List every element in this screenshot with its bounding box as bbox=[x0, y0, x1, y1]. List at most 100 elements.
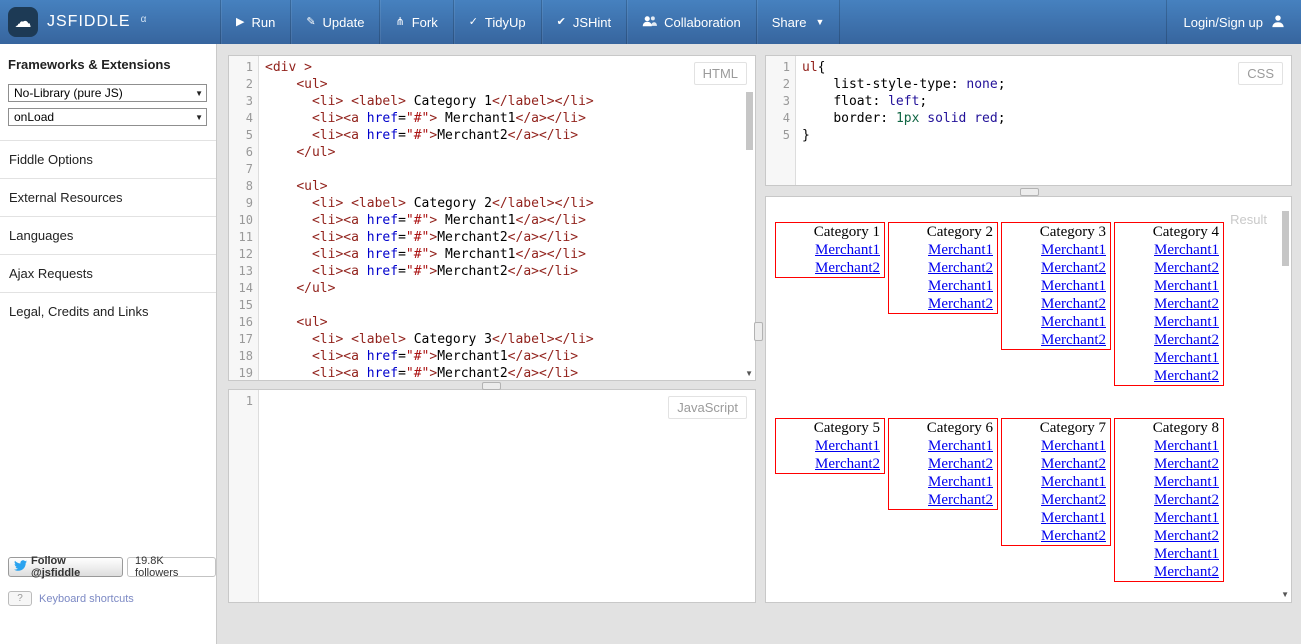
merchant-link[interactable]: Merchant1 bbox=[1041, 510, 1106, 526]
line-number: 10 bbox=[238, 213, 253, 227]
horizontal-resize-handle-left[interactable] bbox=[482, 382, 501, 390]
merchant-link[interactable]: Merchant1 bbox=[1041, 438, 1106, 454]
js-code-area[interactable]: 1 bbox=[229, 393, 755, 410]
login-signup-button[interactable]: Login/Sign up bbox=[1166, 0, 1293, 44]
merchant-link[interactable]: Merchant2 bbox=[928, 260, 993, 276]
merchant-link[interactable]: Merchant1 bbox=[1154, 278, 1219, 294]
merchant-link[interactable]: Merchant2 bbox=[1154, 528, 1219, 544]
merchant-link[interactable]: Merchant1 bbox=[1041, 278, 1106, 294]
merchant-link[interactable]: Merchant2 bbox=[1154, 564, 1219, 580]
merchant-link[interactable]: Merchant2 bbox=[928, 456, 993, 472]
merchant-link[interactable]: Merchant2 bbox=[1154, 296, 1219, 312]
merchant-link[interactable]: Merchant1 bbox=[928, 438, 993, 454]
line-number: 3 bbox=[782, 94, 790, 108]
code-line: 4 border: 1px solid red; bbox=[766, 110, 1291, 127]
scroll-down-arrow[interactable]: ▼ bbox=[1281, 590, 1289, 599]
merchant-link[interactable]: Merchant2 bbox=[1041, 456, 1106, 472]
sidebar-item-legal-credits[interactable]: Legal, Credits and Links bbox=[0, 292, 216, 330]
merchant-link[interactable]: Merchant2 bbox=[815, 456, 880, 472]
merchant-link[interactable]: Merchant1 bbox=[1041, 314, 1106, 330]
jsfiddle-logo[interactable]: ☁ JSFIDDLE α bbox=[8, 0, 146, 44]
scrollbar-thumb[interactable] bbox=[746, 92, 753, 150]
category-label: Category 7 bbox=[1039, 420, 1106, 436]
user-icon bbox=[1271, 14, 1285, 31]
keyboard-shortcuts[interactable]: ? Keyboard shortcuts bbox=[8, 591, 134, 606]
jshint-button[interactable]: ✔ JSHint bbox=[540, 0, 627, 44]
merchant-link[interactable]: Merchant2 bbox=[1041, 528, 1106, 544]
merchant-link[interactable]: Merchant2 bbox=[1154, 260, 1219, 276]
sidebar: Frameworks & Extensions No-Library (pure… bbox=[0, 44, 217, 644]
tidyup-button[interactable]: ✓ TidyUp bbox=[452, 0, 541, 44]
merchant-link[interactable]: Merchant1 bbox=[928, 474, 993, 490]
sidebar-item-external-resources[interactable]: External Resources bbox=[0, 178, 216, 216]
share-button[interactable]: Share ▼ bbox=[755, 0, 841, 44]
fork-button[interactable]: ⋔ Fork bbox=[379, 0, 452, 44]
code-line: 3 float: left; bbox=[766, 93, 1291, 110]
merchant-link[interactable]: Merchant1 bbox=[1154, 474, 1219, 490]
code-line: 7 bbox=[229, 161, 755, 178]
result-panel-badge: Result bbox=[1230, 212, 1267, 227]
collaboration-button[interactable]: Collaboration bbox=[626, 0, 756, 44]
merchant-link[interactable]: Merchant1 bbox=[1154, 438, 1219, 454]
scrollbar-thumb[interactable] bbox=[1282, 211, 1289, 266]
merchant-link[interactable]: Merchant1 bbox=[1154, 510, 1219, 526]
merchant-link[interactable]: Merchant1 bbox=[815, 242, 880, 258]
sidebar-item-ajax-requests[interactable]: Ajax Requests bbox=[0, 254, 216, 292]
merchant-link[interactable]: Merchant1 bbox=[815, 438, 880, 454]
html-panel-badge: HTML bbox=[693, 62, 747, 85]
framework-select-value: No-Library (pure JS) bbox=[14, 86, 123, 100]
merchant-link[interactable]: Merchant2 bbox=[1041, 492, 1106, 508]
line-number: 14 bbox=[238, 281, 253, 295]
merchant-link[interactable]: Merchant2 bbox=[1041, 332, 1106, 348]
horizontal-resize-handle-right[interactable] bbox=[1020, 188, 1039, 196]
merchant-link[interactable]: Merchant1 bbox=[1154, 314, 1219, 330]
run-button[interactable]: ▶ Run bbox=[220, 0, 290, 44]
merchant-link[interactable]: Merchant1 bbox=[1041, 242, 1106, 258]
scroll-down-arrow[interactable]: ▼ bbox=[745, 369, 753, 378]
onload-select[interactable]: onLoad ▼ bbox=[8, 108, 207, 126]
twitter-follow-button[interactable]: Follow @jsfiddle bbox=[8, 555, 124, 579]
merchant-link[interactable]: Merchant1 bbox=[928, 278, 993, 294]
merchant-link[interactable]: Merchant2 bbox=[928, 492, 993, 508]
merchant-link[interactable]: Merchant2 bbox=[1154, 492, 1219, 508]
run-label: Run bbox=[251, 14, 276, 30]
merchant-link[interactable]: Merchant1 bbox=[1041, 474, 1106, 490]
play-icon: ▶ bbox=[236, 15, 245, 28]
tidy-check-icon: ✓ bbox=[468, 15, 478, 28]
sidebar-item-languages[interactable]: Languages bbox=[0, 216, 216, 254]
merchant-link[interactable]: Merchant2 bbox=[1041, 260, 1106, 276]
merchant-link[interactable]: Merchant2 bbox=[1041, 296, 1106, 312]
code-line: 10 <li><a href="#"> Merchant1</a></li> bbox=[229, 212, 755, 229]
logo-text: JSFIDDLE bbox=[47, 13, 131, 30]
line-number: 18 bbox=[238, 349, 253, 363]
tidyup-label: TidyUp bbox=[484, 14, 526, 30]
merchant-link[interactable]: Merchant2 bbox=[1154, 332, 1219, 348]
merchant-link[interactable]: Merchant2 bbox=[1154, 368, 1219, 384]
merchant-link[interactable]: Merchant1 bbox=[928, 242, 993, 258]
line-number: 11 bbox=[238, 230, 253, 244]
sidebar-item-fiddle-options[interactable]: Fiddle Options bbox=[0, 140, 216, 178]
merchant-link[interactable]: Merchant2 bbox=[1154, 456, 1219, 472]
merchant-link[interactable]: Merchant2 bbox=[928, 296, 993, 312]
cloud-logo-icon: ☁ bbox=[8, 7, 38, 37]
line-number: 15 bbox=[238, 298, 253, 312]
keyboard-shortcuts-label: Keyboard shortcuts bbox=[39, 592, 134, 605]
merchant-link[interactable]: Merchant1 bbox=[1154, 242, 1219, 258]
framework-select[interactable]: No-Library (pure JS) ▼ bbox=[8, 84, 207, 102]
line-number: 2 bbox=[245, 77, 253, 91]
followers-count: 19.8K followers bbox=[127, 555, 216, 579]
html-code-area[interactable]: 1<div >2 <ul>3 <li> <label> Category 1</… bbox=[229, 59, 755, 380]
merchant-link[interactable]: Merchant2 bbox=[815, 260, 880, 276]
js-panel-badge: JavaScript bbox=[668, 396, 747, 419]
merchant-link[interactable]: Merchant1 bbox=[1154, 546, 1219, 562]
line-number: 1 bbox=[782, 60, 790, 74]
merchant-link[interactable]: Merchant1 bbox=[1154, 350, 1219, 366]
update-button[interactable]: ✎ Update bbox=[290, 0, 379, 44]
vertical-resize-handle[interactable] bbox=[754, 322, 763, 341]
